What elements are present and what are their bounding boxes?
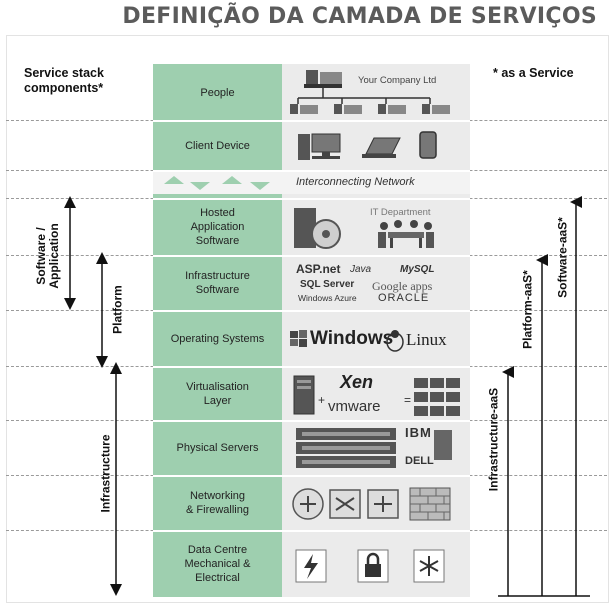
googleapps-logo: Google apps [372, 279, 433, 293]
row-divider [6, 420, 607, 422]
interconnecting-network-label: Interconnecting Network [296, 176, 415, 188]
tux-penguin-icon [386, 330, 404, 352]
java-logo: Java [350, 264, 372, 275]
ibm-logo: IBM [405, 425, 432, 440]
as-a-service-note: * as a Service [493, 66, 574, 80]
vmware-logo: vmware [328, 398, 381, 415]
mysql-logo: MySQL [400, 264, 435, 275]
linux-logo: Linux [406, 330, 447, 349]
network-devices-icon [292, 487, 451, 521]
row-divider [6, 120, 607, 122]
svg-text:+: + [318, 393, 325, 407]
left-scope-arrows [64, 196, 122, 596]
row-divider [6, 255, 607, 257]
layer-label-column [153, 64, 282, 597]
layer-infrastructure-software: Infrastructure Software [185, 270, 250, 296]
company-name-text: Your Company Ltd [358, 75, 437, 86]
facility-icons [295, 549, 445, 583]
layer-physical-servers: Physical Servers [176, 442, 259, 454]
row-divider [6, 475, 607, 477]
virtualisation-icon: + = [293, 375, 460, 416]
layer-data-centre: Data Centre Mechanical & Electrical [184, 544, 251, 584]
server-rack-icon [296, 428, 452, 468]
xen-logo: Xen [340, 372, 374, 392]
windows-logo: Windows [310, 328, 394, 349]
it-department-text: IT Department [370, 207, 431, 218]
right-scope-arrows [498, 196, 590, 597]
row-divider [6, 366, 607, 368]
aspnet-logo: ASP.net [296, 262, 341, 276]
row-divider [6, 198, 607, 200]
org-chart-icon [290, 70, 450, 114]
hosted-software-icon [294, 208, 434, 249]
row-divider [6, 170, 607, 172]
layer-virtualisation: Virtualisation Layer [186, 380, 249, 407]
windows-flag-icon [290, 330, 307, 347]
layer-client-device: Client Device [185, 139, 250, 152]
svg-text:=: = [404, 393, 411, 407]
sqlserver-logo: SQL Server [300, 279, 355, 290]
layer-hosted-application-software: Hosted Application Software [190, 207, 245, 247]
row-divider [6, 310, 607, 312]
layer-people: People [200, 87, 235, 99]
layer-operating-systems: Operating Systems [170, 332, 265, 345]
layer-networking-firewalling: Networking & Firewalling [186, 490, 249, 516]
dell-logo: DELL [405, 455, 434, 467]
network-chevrons-icon [164, 176, 270, 190]
page-title: DEFINIÇÃO DA CAMADA DE SERVIÇOS [122, 4, 597, 29]
client-devices-icon [298, 131, 437, 160]
oracle-logo: ORACLE [378, 292, 430, 304]
stack-components-label: Service stack components* [24, 66, 104, 95]
row-divider [6, 530, 607, 532]
slide-title-bar: DEFINIÇÃO DA CAMADA DE SERVIÇOS [0, 0, 609, 32]
windows-azure-logo: Windows Azure [298, 293, 357, 303]
